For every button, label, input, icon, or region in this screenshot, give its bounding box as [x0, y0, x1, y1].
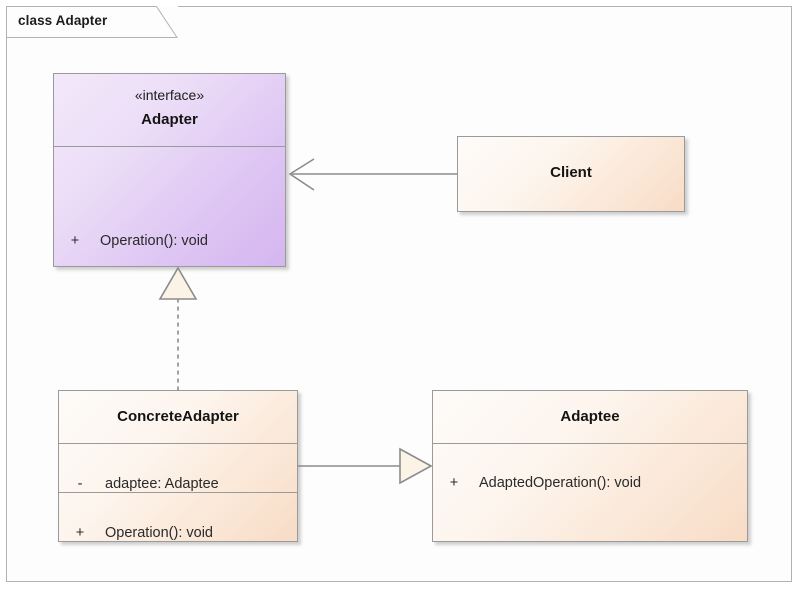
concreteadapter-header-compartment: ConcreteAdapter [59, 408, 297, 460]
adaptee-header-compartment: Adaptee [433, 408, 747, 460]
client-class-name: Client [550, 164, 592, 181]
adapter-class-name: Adapter [141, 111, 198, 128]
visibility-marker: - [77, 476, 83, 492]
adaptee-class-name: Adaptee [560, 408, 620, 425]
adapter-compartment-divider [54, 146, 285, 147]
adaptee-operations-compartment: + AdaptedOperation(): void [433, 460, 747, 541]
adaptee-divider [433, 443, 747, 444]
client-header-compartment: Client [458, 164, 684, 211]
diagram-title-label: class Adapter [18, 13, 108, 28]
visibility-marker: + [70, 233, 80, 249]
adaptee-operation-row[interactable]: + AdaptedOperation(): void [433, 460, 747, 506]
adapter-stereotype: «interface» [134, 87, 205, 103]
concreteadapter-class-name: ConcreteAdapter [117, 408, 239, 425]
concreteadapter-operation-label: Operation(): void [105, 525, 213, 541]
concreteadapter-attribute-row[interactable]: - adaptee: Adaptee [59, 460, 297, 509]
concreteadapter-divider-1 [59, 443, 297, 444]
class-box-adaptee[interactable]: Adaptee + AdaptedOperation(): void [432, 390, 748, 542]
concreteadapter-divider-2 [59, 492, 297, 493]
concreteadapter-attribute-label: adaptee: Adaptee [105, 476, 219, 492]
class-box-client[interactable]: Client [457, 136, 685, 212]
visibility-marker: + [449, 475, 459, 491]
adapter-operation-row[interactable]: + Operation(): void [54, 218, 285, 264]
concreteadapter-operation-row[interactable]: + Operation(): void [59, 509, 297, 541]
concreteadapter-attributes-compartment: - adaptee: Adaptee [59, 460, 297, 509]
adaptee-operation-label: AdaptedOperation(): void [479, 475, 642, 491]
concreteadapter-operations-compartment: + Operation(): void [59, 509, 297, 541]
diagram-title-tab: class Adapter [6, 6, 178, 38]
adapter-header-compartment: «interface» Adapter [54, 74, 285, 146]
visibility-marker: + [75, 525, 85, 541]
class-box-adapter[interactable]: «interface» Adapter + Operation(): void [53, 73, 286, 267]
adapter-operation-label: Operation(): void [100, 233, 208, 249]
adapter-operations-compartment: + Operation(): void [54, 218, 285, 266]
class-box-concreteadapter[interactable]: ConcreteAdapter - adaptee: Adaptee + Ope… [58, 390, 298, 542]
title-tab-shape [6, 6, 178, 38]
